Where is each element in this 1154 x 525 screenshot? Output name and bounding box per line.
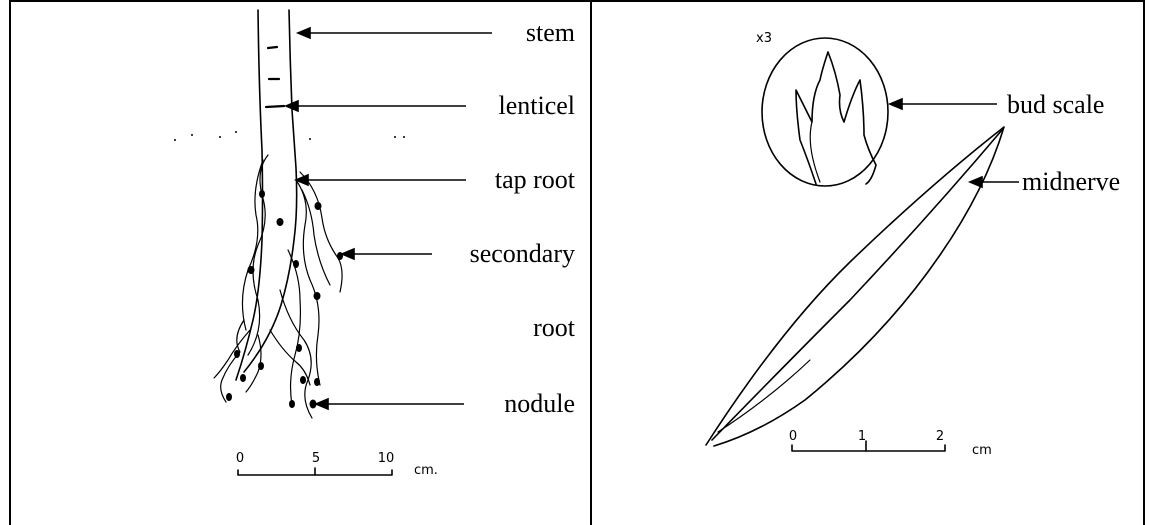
scale-unit: cm [972, 443, 992, 458]
left-leader-lines [283, 26, 492, 411]
right-leader-lines [887, 97, 1019, 189]
inset-circle [761, 37, 889, 187]
scale-tick-10: 10 [378, 451, 395, 466]
panel-frame [9, 0, 1145, 525]
label-nodule: nodule [504, 389, 575, 418]
stem-outline [235, 9, 264, 381]
leaf-outline [705, 126, 1005, 447]
scale-tick-2: 2 [936, 429, 944, 444]
label-bud-scale: bud scale [1007, 90, 1104, 119]
bud-scale-arrowhead [887, 97, 903, 111]
stem-outline-right [243, 9, 298, 373]
label-secondary: secondary [470, 239, 575, 268]
scale-tick-1: 1 [858, 429, 866, 444]
right-scale-bar: 0 1 2 cm [789, 429, 992, 458]
inset-magnification: x3 [756, 31, 772, 46]
label-stem: stem [526, 18, 575, 47]
stem-arrowhead [295, 26, 311, 40]
secondary-arrowhead [339, 247, 355, 261]
tap-root-arrowhead [293, 173, 309, 187]
bud-scales [795, 51, 877, 185]
left-panel: stem lenticel tap root secondary root no… [174, 9, 576, 478]
scale-tick-0: 0 [236, 451, 244, 466]
right-panel: x3 bud scale midnerve 0 1 2 cm [705, 31, 1120, 458]
secondary-roots [213, 154, 343, 419]
leaf-midnerve [711, 129, 1003, 441]
background-speckles [174, 131, 405, 141]
scale-unit: cm. [414, 463, 438, 478]
lenticel-arrowhead [283, 99, 299, 113]
root-nodules [226, 190, 343, 409]
label-tap-root: tap root [495, 165, 576, 194]
leaf-inner-line [717, 359, 811, 433]
left-scale-bar: 0 5 10 cm. [236, 451, 438, 478]
lenticels [264, 45, 286, 109]
nodule-arrowhead [313, 397, 329, 411]
label-root: root [533, 313, 576, 342]
bud-inner-line [809, 121, 821, 183]
midnerve-arrowhead [967, 175, 983, 189]
label-lenticel: lenticel [498, 91, 575, 120]
label-midnerve: midnerve [1022, 167, 1120, 196]
scale-tick-0: 0 [789, 429, 797, 444]
scale-tick-5: 5 [312, 451, 320, 466]
